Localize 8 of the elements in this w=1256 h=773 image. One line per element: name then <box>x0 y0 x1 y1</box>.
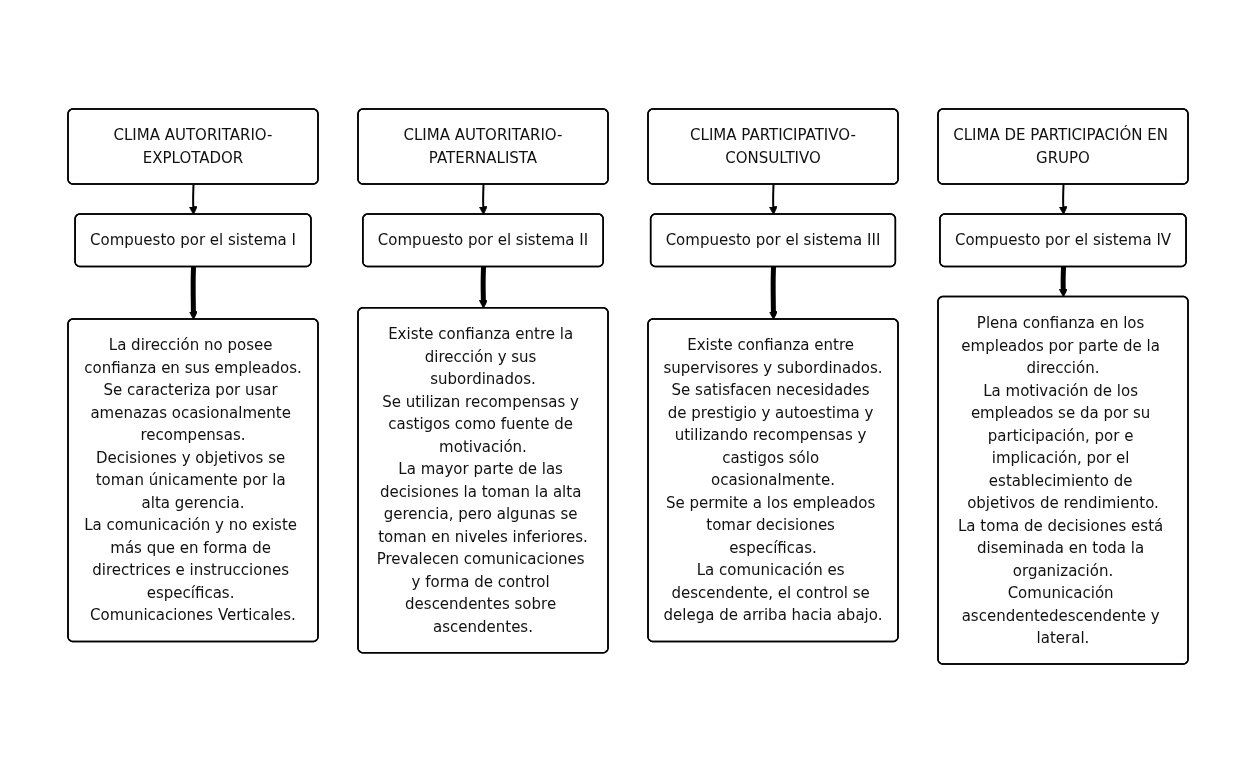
arrow <box>1058 266 1068 298</box>
arrow <box>769 266 778 320</box>
arrow <box>478 266 488 309</box>
arrow <box>189 266 198 320</box>
arrow <box>478 183 488 215</box>
arrow <box>768 183 778 215</box>
arrow <box>1058 183 1068 215</box>
arrow <box>188 183 198 215</box>
